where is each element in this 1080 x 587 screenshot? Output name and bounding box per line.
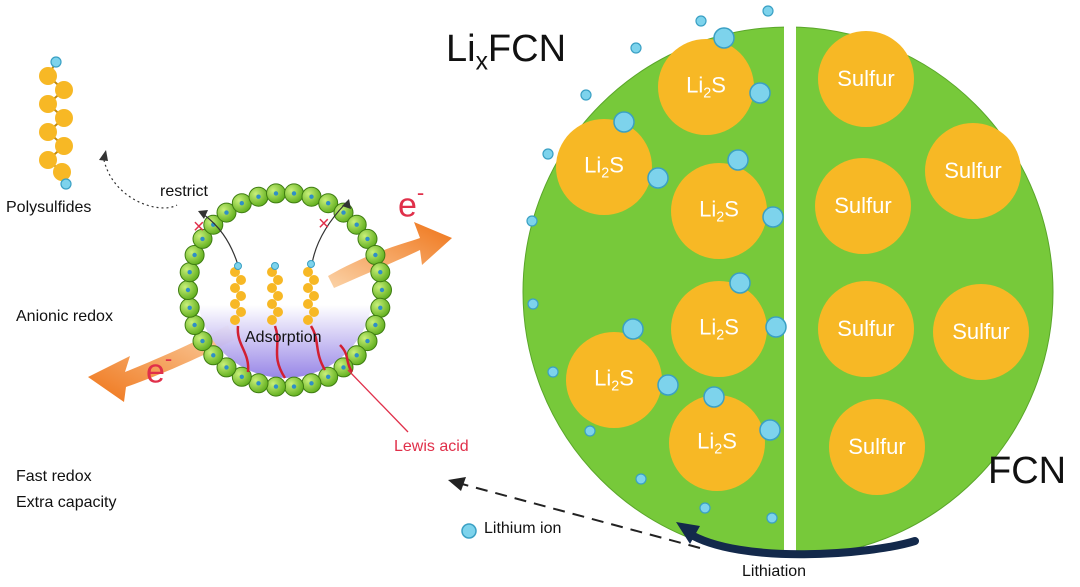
shell-bead-dot bbox=[326, 201, 331, 206]
restrict-label: restrict bbox=[160, 183, 208, 200]
sulfur-particle bbox=[818, 281, 914, 377]
sulfur-label: Sulfur bbox=[848, 434, 906, 459]
li2s-particle bbox=[669, 395, 765, 491]
shell-bead-dot bbox=[273, 191, 279, 196]
lithium-ion-edge bbox=[526, 5, 778, 524]
sulfur-label: Sulfur bbox=[837, 66, 895, 91]
shell-bead-dot bbox=[211, 353, 216, 358]
shell-bead-dot bbox=[256, 381, 261, 386]
shell-bead-dot bbox=[309, 381, 314, 386]
adsorption-label: Adsorption bbox=[245, 329, 322, 346]
shell-bead-dot bbox=[291, 384, 297, 389]
shell-bead-dot bbox=[239, 201, 244, 206]
shell-beads bbox=[178, 183, 392, 397]
shell-bead-dot bbox=[354, 353, 359, 358]
shell-bead-dot bbox=[273, 384, 279, 389]
shell-bead-dot bbox=[365, 236, 370, 242]
shell-bead-dot bbox=[373, 252, 378, 258]
fcn-title: FCN bbox=[988, 450, 1067, 492]
li2s-label: Li2S bbox=[697, 428, 737, 458]
shell-bead-dot bbox=[200, 236, 205, 242]
anionic-redox-label: Anionic redox bbox=[16, 308, 113, 325]
shell-bead-dot bbox=[365, 338, 370, 344]
lithiation-arrow bbox=[684, 529, 919, 559]
circle-divider bbox=[784, 0, 796, 587]
sulfur-label: Sulfur bbox=[834, 193, 892, 218]
restrict-line-left bbox=[202, 213, 239, 266]
electron-arrow-right bbox=[328, 222, 452, 288]
lithiation-arrowhead bbox=[676, 522, 700, 544]
li2s-particle bbox=[671, 281, 767, 377]
dashed-arrowhead bbox=[448, 477, 466, 491]
li2s-label: Li2S bbox=[594, 365, 634, 395]
electron-label-left: e- bbox=[146, 346, 173, 391]
cross-mark-left: × bbox=[193, 216, 205, 238]
lewis-acid-pointer bbox=[347, 369, 409, 433]
restrict-arrowhead bbox=[99, 150, 108, 161]
fast-redox-label: Fast redox bbox=[16, 468, 92, 485]
shell-bead-dot bbox=[341, 365, 346, 370]
sulfur-label: Sulfur bbox=[837, 316, 895, 341]
restrict-arrowhead-left bbox=[198, 210, 208, 219]
restrict-line-right bbox=[311, 203, 346, 265]
li2s-label: Li2S bbox=[699, 196, 739, 226]
li2s-label: Li2S bbox=[686, 72, 726, 102]
shell-bead-dot bbox=[187, 305, 192, 310]
shell-bead-dot bbox=[326, 374, 331, 379]
li2s-label: Li2S bbox=[584, 152, 624, 182]
lixfcn-title: LixFCN bbox=[446, 28, 567, 76]
sulfur-particle bbox=[925, 123, 1021, 219]
shell-bead-dot bbox=[185, 287, 191, 293]
shell-bead-dot bbox=[341, 210, 346, 215]
polysulfides-label: Polysulfides bbox=[6, 199, 92, 216]
li2s-particle bbox=[566, 332, 662, 428]
sulfur-particle bbox=[815, 158, 911, 254]
shell-bead-dot bbox=[309, 194, 314, 199]
shell-bead-dot bbox=[187, 270, 192, 275]
li2s-particle bbox=[658, 39, 754, 135]
li2s-particle bbox=[671, 163, 767, 259]
sulfur-label: Sulfur bbox=[944, 158, 1002, 183]
lewis-acid-label: Lewis acid bbox=[394, 438, 469, 455]
shell-bead-dot bbox=[224, 210, 229, 215]
shell-bead-dot bbox=[256, 194, 261, 199]
sulfur-particle bbox=[933, 284, 1029, 380]
li2s-particle bbox=[556, 119, 652, 215]
shell-bead-dot bbox=[200, 338, 205, 344]
li2s-label: Li2S bbox=[699, 314, 739, 344]
extra-capacity-label: Extra capacity bbox=[16, 494, 117, 511]
shell-bead-dot bbox=[192, 322, 197, 328]
cross-mark-right: × bbox=[318, 213, 330, 235]
shell-bead-dot bbox=[224, 365, 229, 370]
lithiation-label: Lithiation bbox=[742, 563, 807, 580]
sulfur-particle bbox=[829, 399, 925, 495]
shell-bead-dot bbox=[291, 191, 297, 196]
shell-bead-dot bbox=[378, 305, 383, 310]
lithium-ion-legend-bullet bbox=[461, 523, 477, 539]
lithium-ion-cluster bbox=[613, 27, 787, 441]
adsorbed-polysulfides bbox=[230, 260, 354, 379]
sulfur-particle bbox=[818, 31, 914, 127]
sulfur-label: Sulfur bbox=[952, 319, 1010, 344]
polysulfide-chain bbox=[39, 56, 73, 190]
shell-bead-dot bbox=[192, 252, 197, 258]
shell-bead-dot bbox=[379, 287, 385, 293]
restrict-arrowhead-right bbox=[342, 199, 351, 209]
shell-bead-dot bbox=[378, 270, 383, 275]
shell-bead-dot bbox=[373, 322, 378, 328]
dashed-arrow bbox=[461, 483, 701, 549]
electron-label-right: e- bbox=[398, 180, 425, 225]
shell-bead-dot bbox=[239, 374, 244, 379]
shell-bead-dot bbox=[354, 222, 359, 227]
lithium-ion-label: Lithium ion bbox=[484, 520, 562, 537]
